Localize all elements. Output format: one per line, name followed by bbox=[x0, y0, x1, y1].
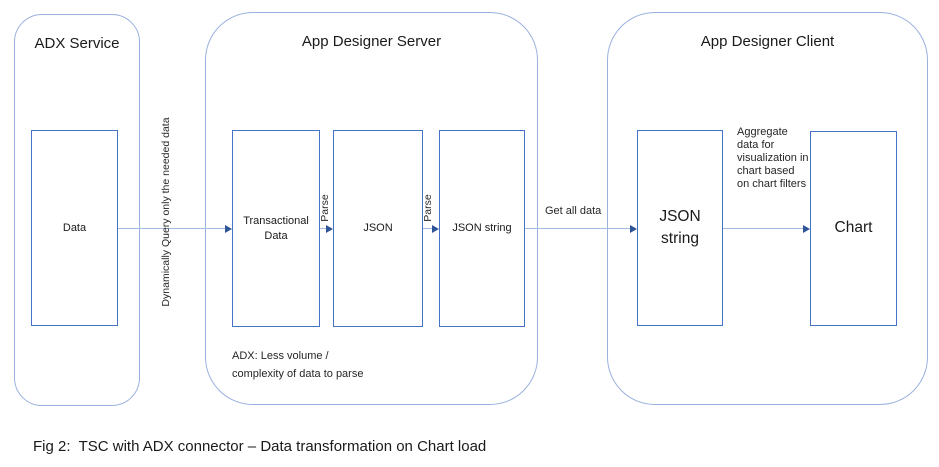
arrow-get-all-data bbox=[525, 224, 637, 233]
app-designer-client-title: App Designer Client bbox=[700, 33, 835, 50]
arrow-line bbox=[118, 228, 227, 230]
arrow-parse-1 bbox=[320, 224, 333, 233]
label-parse-2: Parse bbox=[422, 194, 434, 222]
label-parse-1: Parse bbox=[319, 194, 331, 222]
box-chart: Chart bbox=[810, 131, 897, 326]
box-json-string-server: JSON string bbox=[439, 130, 525, 327]
arrow-head-icon bbox=[326, 224, 333, 233]
label-dynamic-query: Dynamically Query only the needed data bbox=[160, 117, 172, 307]
label-get-all-data: Get all data bbox=[545, 205, 602, 217]
arrow-head-icon bbox=[225, 224, 232, 233]
arrow-query-data bbox=[118, 224, 232, 233]
box-data: Data bbox=[31, 130, 118, 326]
arrow-line bbox=[723, 228, 805, 230]
arrow-line bbox=[320, 228, 327, 230]
figure-caption: Fig 2: TSC with ADX connector – Data tra… bbox=[33, 438, 487, 455]
arrow-line bbox=[423, 228, 433, 230]
arrow-aggregate bbox=[723, 224, 810, 233]
box-transactional-data: Transactional Data bbox=[232, 130, 320, 327]
container-adx-service: ADX Service bbox=[14, 14, 140, 406]
app-designer-server-title: App Designer Server bbox=[301, 33, 442, 50]
arrow-head-icon bbox=[630, 224, 637, 233]
note-aggregate: Aggregate data for visualization in char… bbox=[737, 126, 809, 190]
box-json-string-client: JSON string bbox=[637, 130, 723, 326]
container-app-designer-client: App Designer Client bbox=[607, 12, 928, 405]
adx-service-title: ADX Service bbox=[34, 35, 120, 52]
arrow-parse-2 bbox=[423, 224, 439, 233]
arrow-head-icon bbox=[432, 224, 439, 233]
container-app-designer-server: App Designer Server bbox=[205, 12, 538, 405]
note-adx-volume: ADX: Less volume / complexity of data to… bbox=[232, 350, 364, 380]
arrow-head-icon bbox=[803, 224, 810, 233]
box-json: JSON bbox=[333, 130, 423, 327]
arrow-line bbox=[525, 228, 632, 230]
